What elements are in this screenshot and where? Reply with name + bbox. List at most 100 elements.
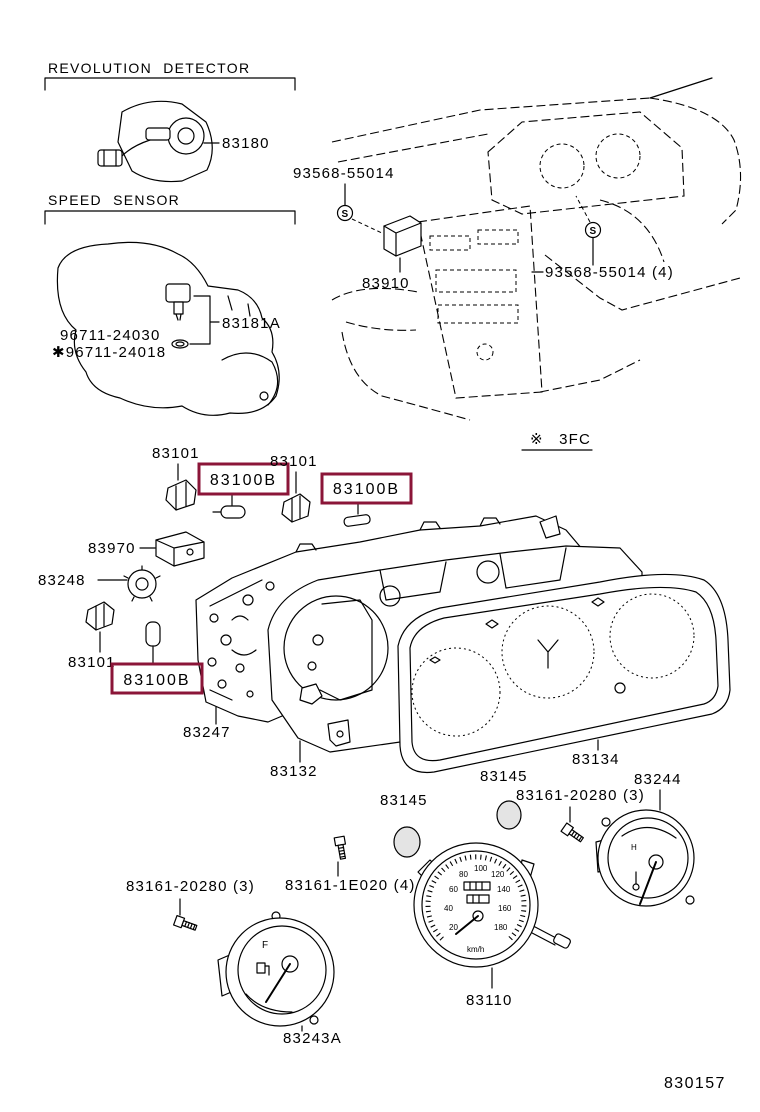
revolution-detector-drawing-part: [167, 117, 205, 155]
dashboard-outline-drawing-part: [487, 111, 685, 215]
housing-back-drawing-part: [220, 634, 232, 646]
revolution-detector-drawing-part: [121, 139, 151, 157]
glass-drawing-part: [411, 647, 501, 737]
socket-bottom-left-drawing-part: [85, 601, 115, 631]
housing-back-drawing-part: [242, 594, 254, 606]
transmission-drawing-part: [227, 295, 251, 317]
bulb-top-right-drawing-part: [343, 514, 371, 527]
screw-fuel-drawing-part: [172, 914, 198, 931]
revolution-detector-drawing-part: [97, 149, 123, 167]
housing-back-drawing-part: [235, 663, 245, 673]
dashboard-outline-drawing-part: [477, 229, 519, 245]
fuel-gauge-drawing-part: [245, 993, 293, 1013]
knob-cap-right-drawing: [496, 800, 522, 830]
screw-symbol-right: S: [531, 195, 602, 273]
socket-top-right-drawing: [281, 471, 311, 523]
label-83101-bottom-left: 83101: [68, 654, 116, 671]
module-83970-drawing-part: [155, 539, 205, 567]
screw-speedo-drawing-part: [333, 835, 347, 860]
label-83101-top-left: 83101: [152, 445, 200, 462]
speed-scale-100: 100: [474, 864, 488, 873]
temp-gauge-drawing-part: [601, 817, 611, 827]
speedometer-drawing: 20 40 60 80 100 120 140 160 180 km/h: [413, 842, 571, 989]
screw-symbol-letter: S: [342, 209, 349, 220]
screw-speedo-drawing: [333, 835, 347, 877]
hazard-switch-drawing-part: [383, 222, 422, 257]
section-bracket: [44, 77, 296, 91]
label-83243a: 83243A: [283, 1030, 342, 1047]
speed-scale-80: 80: [459, 870, 468, 879]
case-drawing-part: [299, 683, 323, 705]
screw-speedo-drawing-part-part: [333, 835, 347, 847]
dashboard-outline-drawing-part: [331, 287, 419, 301]
dashboard-outline-drawing-part: [417, 205, 543, 399]
screw-symbol-right-part: [584, 221, 602, 239]
label-83100b-top-right: 83100B: [333, 481, 400, 498]
screw-symbol-top-part: [351, 218, 385, 235]
speed-sensor-drawing-part: [173, 301, 184, 315]
label-93568-55014: 93568-55014: [293, 165, 395, 182]
case-drawing-part: [319, 599, 373, 701]
section-title-revolution-detector: REVOLUTION DETECTOR: [48, 60, 250, 76]
bulb-bottom-left-drawing-part: [145, 621, 161, 647]
screw-speedo-drawing-part-part: [337, 846, 346, 858]
socket-bottom-left-drawing: [85, 601, 115, 653]
figure-code: 830157: [664, 1075, 726, 1092]
speedometer-drawing-part: [463, 881, 491, 891]
dashboard-outline-drawing-part: [544, 254, 741, 311]
label-83110: 83110: [466, 992, 513, 1009]
dashboard-outline-drawing-part: [429, 235, 471, 251]
glass-drawing: [397, 573, 731, 774]
dashboard-outline-drawing-part: [345, 321, 417, 331]
screw-symbol-top-part: [336, 204, 354, 222]
housing-back-drawing-part: [265, 581, 275, 591]
label-83161-20280-left: 83161-20280 (3): [126, 878, 255, 895]
case-drawing-part: [312, 634, 324, 646]
temp-gauge-drawing-part: [607, 817, 689, 899]
socket-top-left-drawing-part: [165, 479, 197, 511]
dashboard-outline-drawing: [331, 77, 742, 421]
highlight-box-83100b-top-left: [197, 462, 290, 496]
screw-temp-drawing: [560, 806, 584, 843]
speedometer-drawing-part: [466, 894, 490, 904]
label-96711-24030: 96711-24030: [60, 327, 161, 344]
temp-gauge-drawing-part: [685, 895, 695, 905]
dashboard-outline-drawing-part: [539, 359, 641, 393]
hazard-switch-drawing: [383, 215, 422, 273]
speedometer-drawing-part: [469, 881, 483, 904]
glass-drawing-part: [537, 639, 559, 669]
speed-sensor-drawing-part: [175, 313, 182, 321]
case-drawing-part: [283, 595, 389, 701]
revolution-detector-drawing-part: [177, 127, 195, 145]
speed-sensor-drawing-part: [171, 339, 189, 349]
transmission-drawing-part: [56, 241, 280, 416]
socket-bottom-left-drawing-part: [95, 603, 105, 631]
case-drawing-part: [307, 661, 317, 671]
screw-fuel-drawing-part-part: [184, 921, 196, 931]
label-83100b-bottom-left: 83100B: [123, 672, 190, 689]
dashboard-outline-drawing-part: [341, 331, 471, 421]
glass-drawing-part: [501, 605, 595, 699]
fuel-gauge-drawing-part: [309, 1015, 319, 1025]
hazard-switch-drawing-part: [383, 215, 422, 257]
fuel-gauge-drawing-part: [265, 963, 291, 1003]
socket-top-right-drawing-part: [281, 493, 311, 523]
speedometer-drawing-part: [425, 854, 527, 941]
revolution-detector-drawing: [97, 100, 220, 183]
label-83161-20280-right: 83161-20280 (3): [516, 787, 645, 804]
housing-back-drawing-part: [209, 613, 219, 623]
temp-gauge-drawing-part: [621, 826, 677, 839]
case-drawing-part: [336, 730, 344, 738]
case-drawing-part: [327, 719, 351, 747]
housing-back-drawing-part: [295, 517, 501, 553]
dashboard-outline-drawing-part: [649, 77, 713, 99]
dashboard-outline-drawing-part: [649, 97, 742, 225]
glass-drawing-part: [609, 593, 695, 679]
bulb-top-right-drawing: [343, 502, 371, 527]
label-96711-24018: ✱96711-24018: [52, 344, 166, 361]
speedometer-drawing-part: [413, 842, 539, 968]
label-83970: 83970: [88, 540, 136, 557]
model-note-3fc: ※ 3FC: [530, 431, 591, 448]
speed-scale-40: 40: [444, 904, 453, 913]
